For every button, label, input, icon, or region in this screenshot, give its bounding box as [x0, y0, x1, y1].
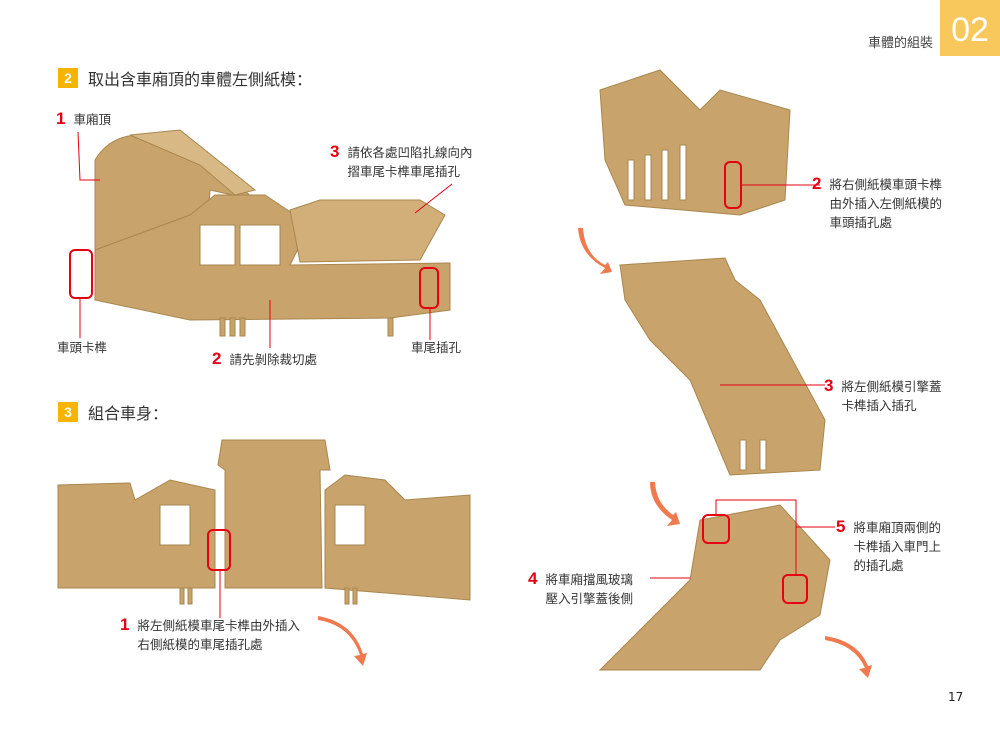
note-line: 卡榫插入插孔 [841, 398, 917, 413]
note-right-2: 2 將右側紙模車頭卡榫由外插入左側紙模的車頭插孔處 [812, 175, 942, 232]
step-2-heading: 2 取出含車廂頂的車體左側紙模： [58, 66, 312, 90]
note-text: 將車廂擋風玻璃壓入引擎蓋後側 [545, 570, 633, 608]
note-remove-cut: 2 請先剝除裁切處 [212, 350, 317, 369]
note-insert-rear: 1 將左側紙模車尾卡榫由外插入右側紙模的車尾插孔處 [120, 616, 300, 654]
note-number: 4 [528, 569, 538, 588]
step-title: 組合車身： [88, 404, 169, 423]
note-line: 將車廂頂兩側的 [853, 520, 941, 535]
note-line: 由外插入左側紙模的 [829, 196, 942, 211]
step-badge: 3 [58, 402, 78, 422]
note-number: 3 [330, 142, 340, 161]
note-line: 將左側紙模引擎蓋 [841, 379, 942, 394]
note-number: 5 [836, 517, 846, 536]
curved-arrow-icon [650, 482, 680, 526]
note-text: 請依各處凹陷扎線向內摺車尾卡榫車尾插孔 [347, 143, 472, 181]
note-number: 1 [56, 109, 66, 128]
photo-right-top [599, 69, 791, 216]
note-number: 1 [120, 615, 130, 634]
note-text: 將車廂頂兩側的卡榫插入車門上的插孔處 [853, 518, 941, 575]
photo-body-assembly [57, 439, 471, 605]
note-text: 將左側紙模引擎蓋卡榫插入插孔 [841, 377, 941, 415]
step-3-heading: 3 組合車身： [58, 400, 168, 424]
chapter-number: 02 [940, 0, 1000, 56]
label-front-tab: 車頭卡榫 [57, 340, 108, 355]
note-number: 2 [212, 349, 222, 368]
note-number: 2 [812, 174, 822, 193]
note-line: 請依各處凹陷扎線向內 [347, 145, 473, 160]
note-line: 車頭插孔處 [829, 215, 892, 230]
step-badge: 2 [58, 68, 78, 88]
note-number: 3 [824, 376, 834, 395]
page-number: 17 [948, 690, 964, 704]
callout-lines-step2 [77, 131, 453, 348]
note-roof: 1 車廂頂 [56, 110, 111, 129]
note-line: 右側紙模的車尾插孔處 [137, 637, 263, 652]
note-line: 的插孔處 [853, 558, 904, 573]
note-text: 將右側紙模車頭卡榫由外插入左側紙模的車頭插孔處 [829, 175, 942, 232]
note-line: 壓入引擎蓋後側 [545, 591, 633, 606]
curved-arrow-icon [825, 636, 872, 678]
note-line: 將車廂擋風玻璃 [545, 572, 633, 587]
note-line: 卡榫插入車門上 [853, 539, 941, 554]
note-line: 將左側紙模車尾卡榫由外插入 [137, 618, 300, 633]
note-right-5: 5 將車廂頂兩側的卡榫插入車門上的插孔處 [836, 518, 941, 575]
note-line: 摺車尾卡榫車尾插孔 [347, 164, 460, 179]
note-right-3: 3 將左側紙模引擎蓋卡榫插入插孔 [824, 377, 941, 415]
step-title: 取出含車廂頂的車體左側紙模： [88, 70, 313, 89]
arrow-icons [318, 228, 872, 678]
note-text: 將左側紙模車尾卡榫由外插入右側紙模的車尾插孔處 [137, 616, 300, 654]
photo-left-template [69, 129, 451, 337]
curved-arrow-icon [578, 228, 612, 274]
chapter-title: 車體的組裝 [868, 36, 934, 51]
photo-right-middle [619, 257, 826, 476]
note-text: 請先剝除裁切處 [229, 352, 317, 367]
note-right-4: 4 將車廂擋風玻璃壓入引擎蓋後側 [528, 570, 633, 608]
note-line: 將右側紙模車頭卡榫 [829, 177, 942, 192]
label-rear-hole: 車尾插孔 [411, 340, 462, 355]
note-text: 車廂頂 [73, 112, 111, 127]
callout-lines-right [650, 184, 835, 579]
curved-arrow-icon [318, 616, 367, 666]
note-fold: 3 請依各處凹陷扎線向內摺車尾卡榫車尾插孔 [330, 143, 472, 181]
